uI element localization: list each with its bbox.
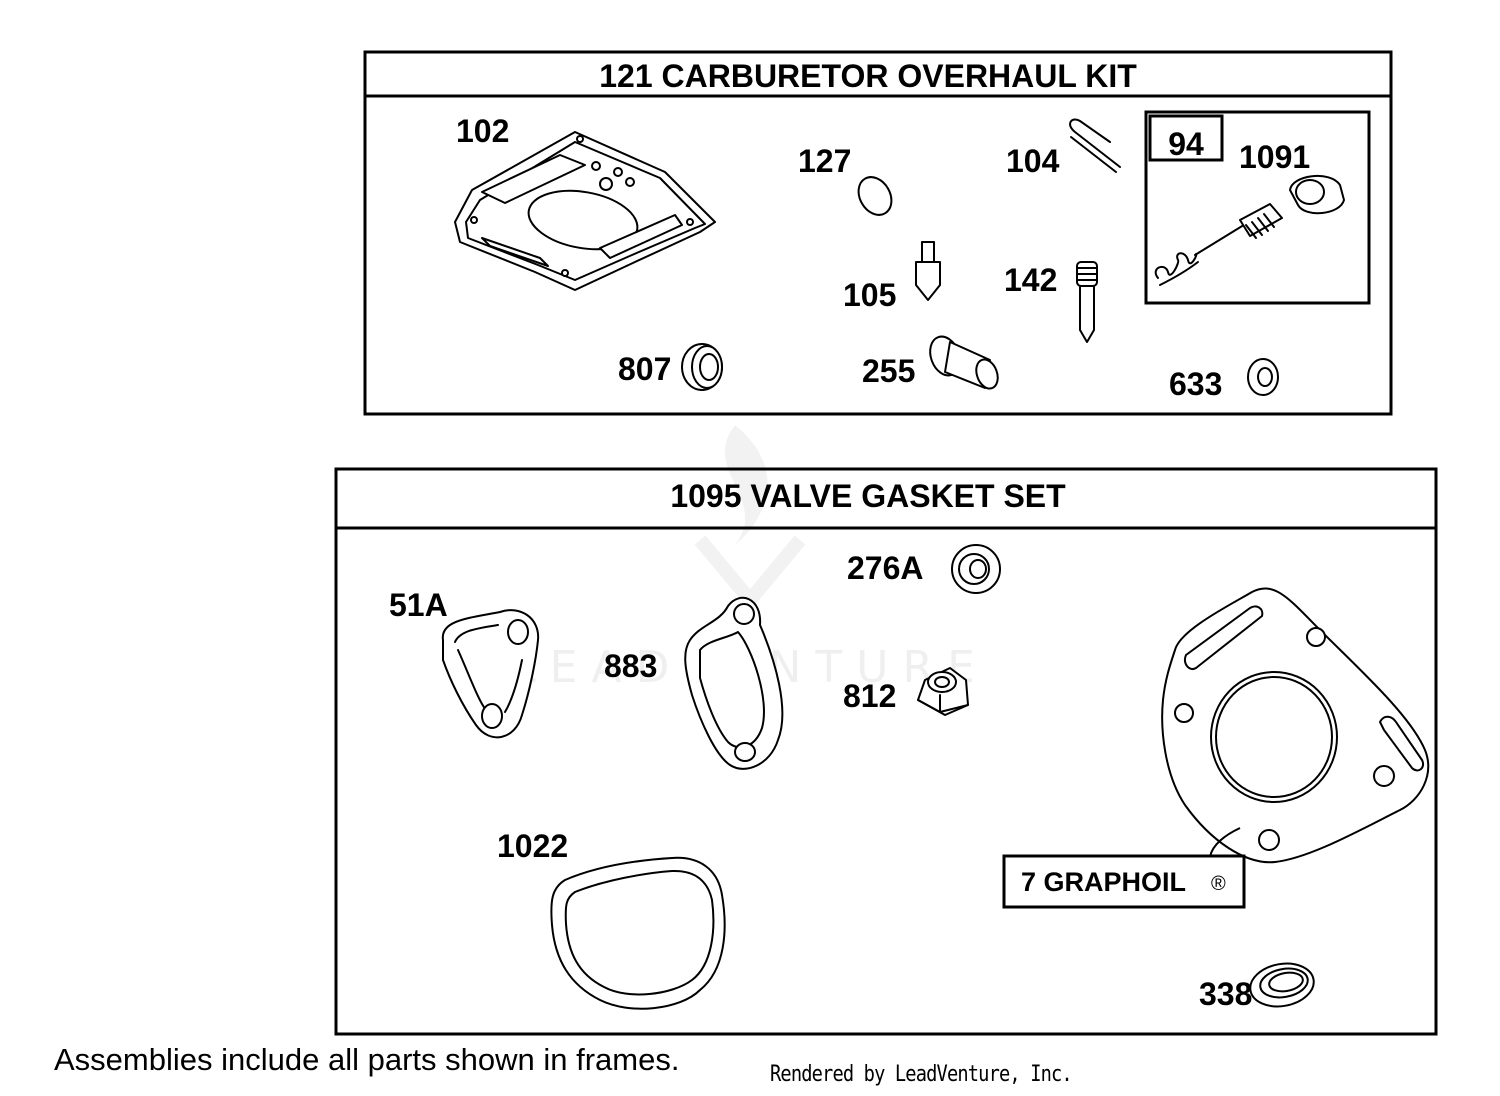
part-812-flange-nut[interactable]: [917, 667, 969, 716]
part-338-oil-seal[interactable]: [1247, 959, 1317, 1011]
part-105-inlet-needle[interactable]: [915, 241, 941, 301]
part-104-float-hinge-pin[interactable]: [1069, 118, 1121, 173]
watermark-chevron-icon: [694, 535, 806, 611]
kit-title: 1095 VALVE GASKET SET: [670, 478, 1066, 514]
sub-frame-94: 94: [1144, 110, 1371, 305]
label-338: 338: [1199, 976, 1252, 1012]
label-1022: 1022: [497, 828, 568, 864]
registered-mark: ®: [1211, 873, 1226, 895]
part-102-carburetor-gasket[interactable]: [454, 131, 716, 291]
label-104: 104: [1006, 143, 1060, 179]
label-105: 105: [843, 277, 896, 313]
callout-label: 7 GRAPHOIL: [1021, 867, 1186, 897]
kit-title: 121 CARBURETOR OVERHAUL KIT: [599, 58, 1137, 94]
valve-gasket-set-frame: 1095 VALVE GASKET SET: [334, 467, 1438, 1036]
label-807: 807: [618, 351, 671, 387]
part-276a-valve-seal[interactable]: [951, 544, 1001, 594]
label-142: 142: [1004, 262, 1057, 298]
label-51a: 51A: [389, 587, 448, 623]
part-1022-rocker-cover-gasket[interactable]: [550, 856, 726, 1010]
sub-frame-label: 94: [1168, 126, 1204, 162]
part-633-washer[interactable]: [1247, 358, 1279, 396]
label-255: 255: [862, 353, 915, 389]
label-633: 633: [1169, 366, 1222, 402]
part-51a-intake-gasket[interactable]: [441, 609, 540, 739]
part-7-cylinder-head-gasket[interactable]: [1161, 587, 1430, 864]
render-credit: Rendered by LeadVenture, Inc.: [770, 1062, 1073, 1087]
part-142-main-nozzle[interactable]: [1076, 261, 1098, 343]
assemblies-note: Assemblies include all parts shown in fr…: [54, 1042, 680, 1077]
part-255-throttle-shaft-bushing[interactable]: [925, 332, 1002, 391]
label-1091: 1091: [1239, 139, 1310, 175]
label-276a: 276A: [847, 550, 924, 586]
label-812: 812: [843, 678, 896, 714]
part-807-oil-seal[interactable]: [681, 343, 723, 391]
label-127: 127: [798, 143, 851, 179]
label-883: 883: [604, 648, 657, 684]
watermark-flame-icon: [724, 425, 768, 545]
part-127-welch-plug[interactable]: [852, 171, 898, 221]
part-883-exhaust-gasket[interactable]: [684, 596, 784, 770]
carburetor-overhaul-kit-frame: 121 CARBURETOR OVERHAUL KIT: [363, 50, 1393, 416]
callout-7-graphoil: 7 GRAPHOIL ®: [1002, 827, 1246, 909]
label-102: 102: [456, 113, 509, 149]
part-1091-mixture-screw[interactable]: [1154, 174, 1345, 286]
